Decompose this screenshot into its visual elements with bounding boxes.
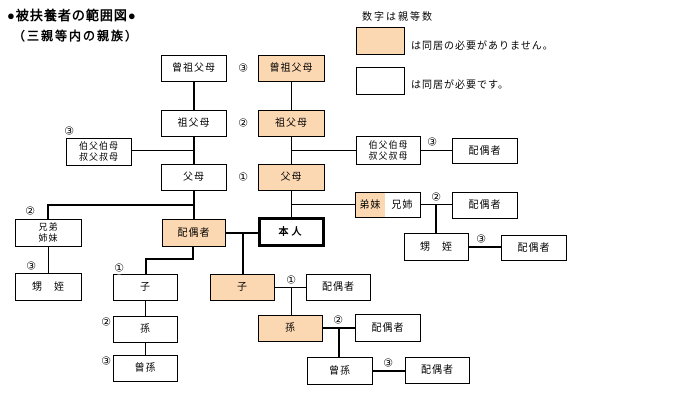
node-label-line: 叔父叔母 [78,152,119,162]
connector-line [47,204,49,219]
node-uncles-aunts-left: 伯父伯母叔父叔母 [66,138,132,166]
node-spouse-of-self: 配偶者 [162,219,226,247]
kinship-degree-label: ① [238,171,248,184]
node-grandchild-cohabit: 孫 [113,316,178,343]
node-grandchild-free: 孫 [258,315,323,342]
connector-line [292,204,355,205]
kinship-degree-label: ② [101,316,111,329]
node-great-grandparents-cohabit: 曾祖父母 [161,55,227,82]
kinship-degree-label: ③ [26,260,36,273]
node-siblings-split-left: 弟妹 [356,193,385,217]
node-label-line: 兄弟 [38,222,59,232]
node-uncles-aunts-right: 伯父伯母叔父叔母 [356,136,421,165]
node-siblings-cohabit: 兄弟姉妹 [15,219,82,247]
connector-line [48,247,49,273]
node-siblings-split: 弟妹兄姉 [355,192,421,218]
connector-line [145,258,147,274]
page-subtitle: （三親等内の親族） [13,29,140,43]
connector-line [291,137,292,164]
kinship-degree-label: ② [431,191,441,204]
node-grandparents-free: 祖父母 [258,110,325,137]
kinship-degree-label: ③ [101,355,111,368]
connector-line [469,246,501,248]
node-great-grandchild-cohabit: 曾孫 [113,355,178,382]
node-spouse-of-siblings: 配偶者 [452,192,518,219]
node-child-cohabit: 子 [113,274,178,301]
connector-line [373,370,405,372]
connector-line [291,82,292,110]
node-parents-cohabit: 父母 [161,164,227,191]
node-spouse-of-child: 配偶者 [306,274,371,301]
node-label-line: 姉妹 [38,233,59,243]
kinship-degree-label: ③ [476,233,486,246]
kinship-degree-label: ② [238,117,248,130]
kinship-degree-label: ② [25,205,35,218]
node-child-free: 子 [210,274,275,301]
connector-line [145,301,146,316]
legend-swatch-no-cohabitation [356,27,405,55]
legend-swatch-cohabitation-required [356,67,405,95]
connector-line [291,191,292,217]
connector-line [291,287,292,315]
node-great-grandparents-free: 曾祖父母 [258,55,325,82]
kinship-degree-label: ① [286,274,296,287]
node-label-line: 伯父伯母 [78,141,119,151]
connector-line [145,258,194,260]
connector-line [242,232,244,274]
kinship-degree-label: ③ [64,125,74,138]
node-spouse-of-grandchild: 配偶者 [355,314,421,342]
connector-line [193,137,195,164]
legend-label-cohabitation-required: は同居が必要です。 [411,80,509,91]
kinship-degree-label: ② [333,314,343,327]
connector-line [292,150,356,151]
node-grandparents-cohabit: 祖父母 [161,110,227,137]
node-self: 本人 [258,217,325,247]
kinship-degree-label: ① [114,262,124,275]
connector-line [421,204,452,205]
connector-line [192,247,194,260]
kinship-degree-label: ③ [427,136,437,149]
connector-line [132,150,193,151]
connector-line [145,343,146,355]
node-nephews-nieces-right: 甥 姪 [404,233,469,261]
node-label-line: 伯父伯母 [368,139,409,150]
node-spouse-of-great-grandchild: 配偶者 [405,357,470,384]
page-title: ●被扶養者の範囲図● [7,8,137,23]
connector-line [193,82,195,110]
node-spouse-of-uncles-aunts: 配偶者 [452,138,518,164]
legend-heading: 数字は親等数 [362,12,434,23]
legend-label-no-cohabitation: は同居の必要がありません。 [411,41,554,52]
node-spouse-of-nephews: 配偶者 [501,235,567,261]
node-label-line: 叔父叔母 [368,150,409,161]
connector-line [338,327,340,357]
connector-line [47,204,195,206]
connector-line [421,150,452,151]
kinship-degree-label: ③ [383,357,393,370]
node-nephews-nieces-left: 甥 姪 [15,273,82,301]
kinship-degree-label: ③ [238,62,248,75]
connector-line [435,204,437,233]
node-great-grandchild-right: 曾孫 [307,357,373,385]
connector-line [275,287,306,288]
node-parents-free: 父母 [258,164,325,191]
node-siblings-split-right: 兄姉 [384,193,420,217]
